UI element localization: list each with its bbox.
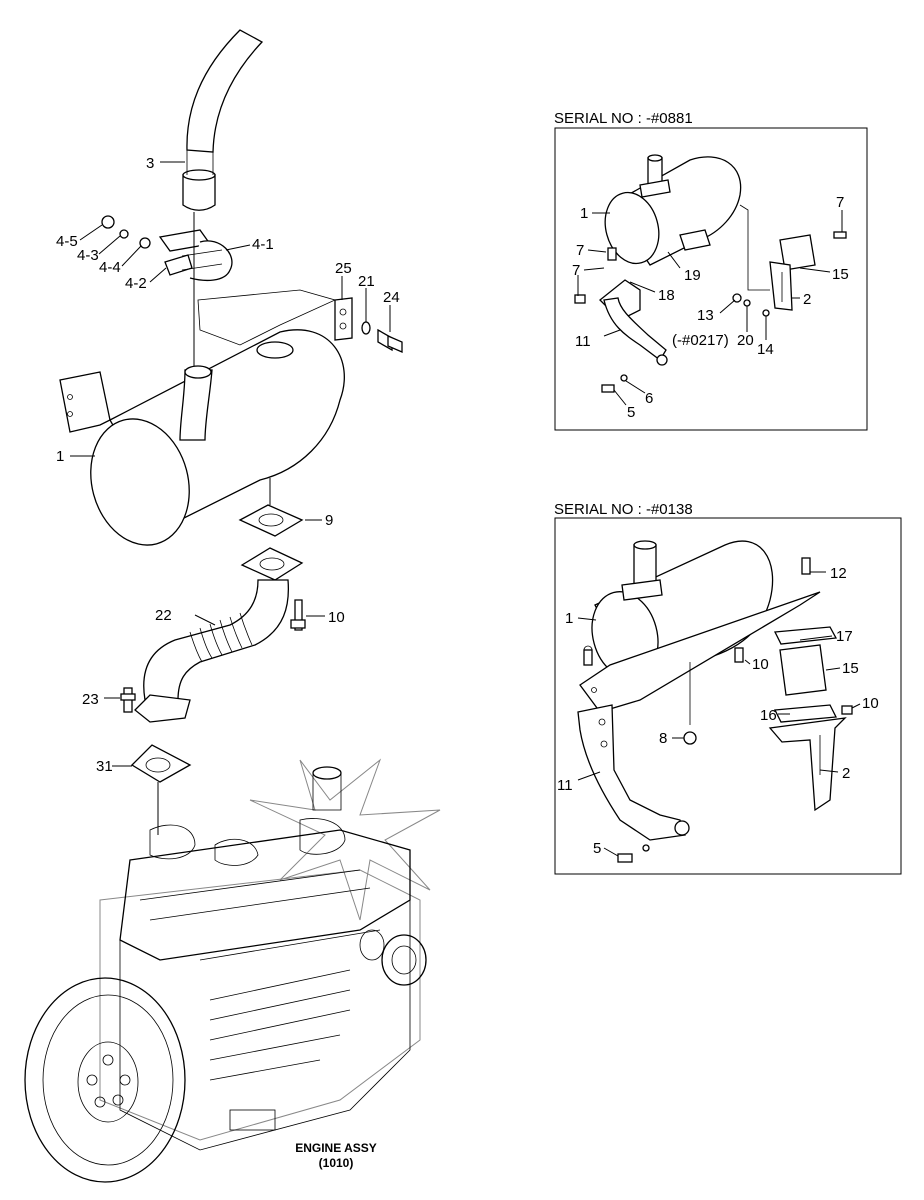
inset2-label-10a: 10	[752, 656, 769, 673]
label-22: 22	[155, 607, 172, 624]
label-21: 21	[358, 273, 375, 290]
label-31: 31	[96, 758, 113, 775]
part-25-plate	[334, 297, 353, 341]
inset1-label-14: 14	[757, 341, 774, 358]
label-1: 1	[56, 448, 64, 465]
inset2-label-15: 15	[842, 660, 859, 677]
part-21-washer	[361, 321, 371, 335]
label-3: 3	[146, 155, 154, 172]
inset1-label-7b: 7	[572, 262, 580, 279]
part-4-clamp	[101, 215, 233, 282]
label-4-1: 4-1	[252, 236, 274, 253]
label-4-2: 4-2	[125, 275, 147, 292]
inset1-label-15: 15	[832, 266, 849, 283]
inset1-label-19: 19	[684, 267, 701, 284]
inset2-assembly	[577, 540, 853, 863]
inset1-label-11: 11	[575, 333, 591, 350]
inset1-label-7c: 7	[836, 194, 844, 211]
label-10: 10	[328, 609, 345, 626]
inset1-label-18: 18	[658, 287, 675, 304]
label-4-5: 4-5	[56, 233, 78, 250]
inset1-label-5: 5	[627, 404, 635, 421]
inset2-frame	[554, 517, 902, 875]
label-9: 9	[325, 512, 333, 529]
inset2-label-11: 11	[557, 777, 573, 794]
inset2-label-16: 16	[760, 707, 777, 724]
inset2-label-8: 8	[659, 730, 667, 747]
part-31-gasket	[130, 744, 192, 783]
inset1-label-2: 2	[803, 291, 811, 308]
engine-assembly	[24, 758, 441, 1183]
inset1-label-1: 1	[580, 205, 588, 222]
inset2-label-10b: 10	[862, 695, 879, 712]
inset1-label-13: 13	[697, 307, 714, 324]
inset2-label-17: 17	[836, 628, 853, 645]
label-4-3: 4-3	[77, 247, 99, 264]
inset1-label-0217: (-#0217)	[672, 332, 729, 349]
inset2-label-2: 2	[842, 765, 850, 782]
engine-caption-title: ENGINE ASSY	[295, 1141, 377, 1155]
part-24-bolt	[377, 328, 403, 353]
inset1-frame	[554, 127, 868, 431]
part-10-bolt	[290, 599, 306, 631]
main-assembly	[24, 29, 441, 1183]
label-25: 25	[335, 260, 352, 277]
label-23: 23	[82, 691, 99, 708]
inset1-assembly	[574, 154, 847, 393]
inset2-header: SERIAL NO : -#0138	[554, 501, 693, 518]
part-23-bolt	[120, 687, 136, 713]
part-3-tail-pipe	[182, 29, 264, 211]
inset2-label-1: 1	[565, 610, 573, 627]
engine-caption-code: (1010)	[319, 1156, 354, 1170]
label-24: 24	[383, 289, 400, 306]
inset2-label-5: 5	[593, 840, 601, 857]
inset1-label-6: 6	[645, 390, 653, 407]
part-1-muffler	[59, 329, 345, 546]
inset1-label-20: 20	[737, 332, 754, 349]
label-4-4: 4-4	[99, 259, 121, 276]
inset1-header: SERIAL NO : -#0881	[554, 110, 693, 127]
part-22-flex-pipe	[134, 547, 304, 723]
part-9-gasket	[238, 504, 304, 537]
inset2-label-12: 12	[830, 565, 847, 582]
inset1-label-7a: 7	[576, 242, 584, 259]
